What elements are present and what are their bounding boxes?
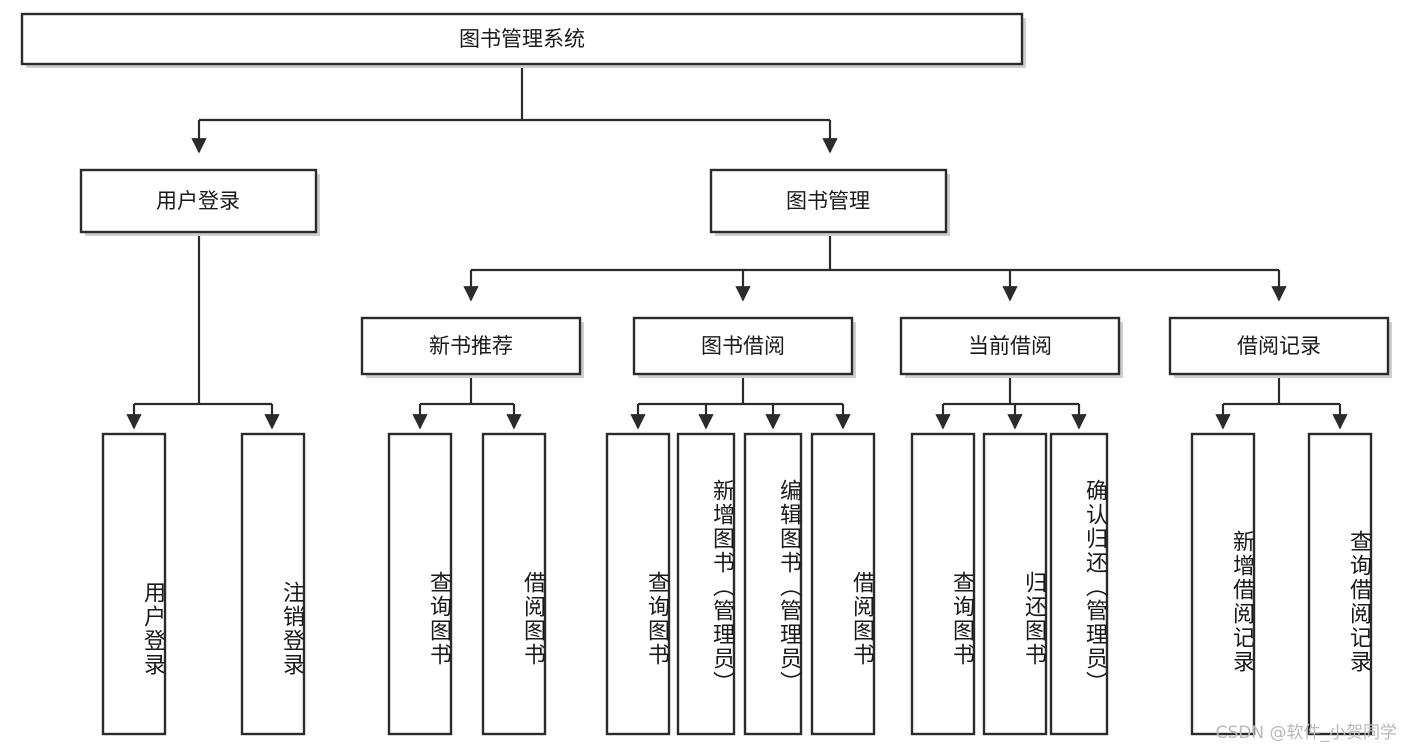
node-current-borrow[interactable]: 当前借阅: [899, 316, 1123, 378]
node-new-book-rec-label: 新书推荐: [429, 334, 513, 358]
leaf-box-borrow-book-2[interactable]: [810, 432, 876, 736]
node-book-manage[interactable]: 图书管理: [709, 168, 950, 236]
leaf-boxes: [101, 432, 1373, 736]
node-user-login[interactable]: 用户登录: [79, 168, 320, 236]
node-book-manage-label: 图书管理: [786, 189, 870, 213]
leaf-box-edit-book[interactable]: [743, 432, 803, 736]
leaf-box-return-book[interactable]: [982, 432, 1048, 736]
node-current-borrow-label: 当前借阅: [968, 334, 1052, 358]
leaf-box-borrow-book-1[interactable]: [481, 432, 547, 736]
leaf-box-logout[interactable]: [240, 432, 306, 736]
leaf-box-add-book[interactable]: [676, 432, 736, 736]
leaf-box-query-book-1[interactable]: [387, 432, 453, 736]
leaf-box-query-book-2[interactable]: [605, 432, 671, 736]
node-new-book-rec[interactable]: 新书推荐: [360, 316, 584, 378]
node-book-borrow[interactable]: 图书借阅: [632, 316, 856, 378]
watermark-text: CSDN @软件_小贺同学: [1215, 723, 1397, 743]
leaf-box-query-record[interactable]: [1307, 432, 1373, 736]
node-root-label: 图书管理系统: [459, 27, 585, 51]
leaf-box-user-login[interactable]: [101, 432, 167, 736]
leaf-box-add-record[interactable]: [1190, 432, 1256, 736]
node-borrow-record[interactable]: 借阅记录: [1168, 316, 1392, 378]
node-user-login-label: 用户登录: [156, 189, 240, 213]
leaf-box-confirm-return[interactable]: [1049, 432, 1109, 736]
connectors: [126, 64, 1348, 430]
node-borrow-record-label: 借阅记录: [1237, 334, 1321, 358]
node-book-borrow-label: 图书借阅: [701, 334, 785, 358]
node-root[interactable]: 图书管理系统: [20, 12, 1026, 68]
leaf-box-query-book-3[interactable]: [910, 432, 976, 736]
